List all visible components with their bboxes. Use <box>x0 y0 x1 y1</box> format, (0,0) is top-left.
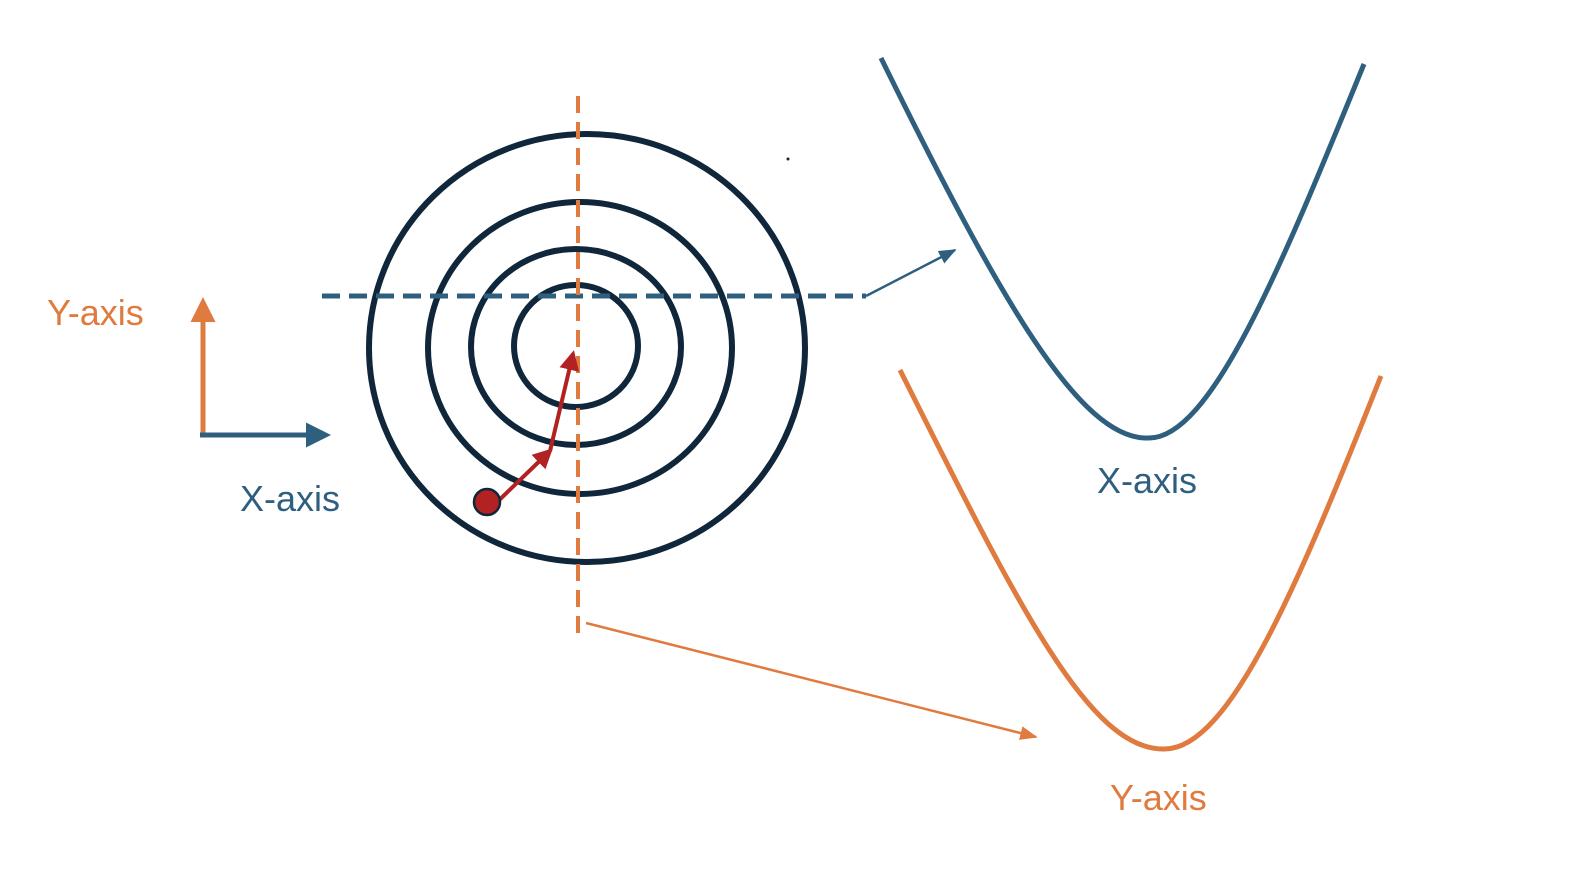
contour-plot <box>366 131 808 565</box>
x-section-pointer <box>865 248 957 298</box>
x-axis-legend-label: X-axis <box>240 478 340 519</box>
y-section-label: Y-axis <box>1110 777 1207 818</box>
y-section-curve <box>897 368 1384 752</box>
descent-step-2 <box>548 350 580 452</box>
x-section-curve <box>878 56 1367 441</box>
start-point <box>472 487 502 517</box>
y-axis-legend-label: Y-axis <box>47 292 144 333</box>
descent-path <box>472 350 580 517</box>
y-section-pointer <box>585 621 1038 740</box>
descent-step-1 <box>492 448 553 507</box>
stray-dot <box>786 157 790 161</box>
contour-ring-outer <box>366 131 808 565</box>
axis-legend: Y-axis X-axis <box>47 292 340 519</box>
x-section-label: X-axis <box>1097 460 1197 501</box>
